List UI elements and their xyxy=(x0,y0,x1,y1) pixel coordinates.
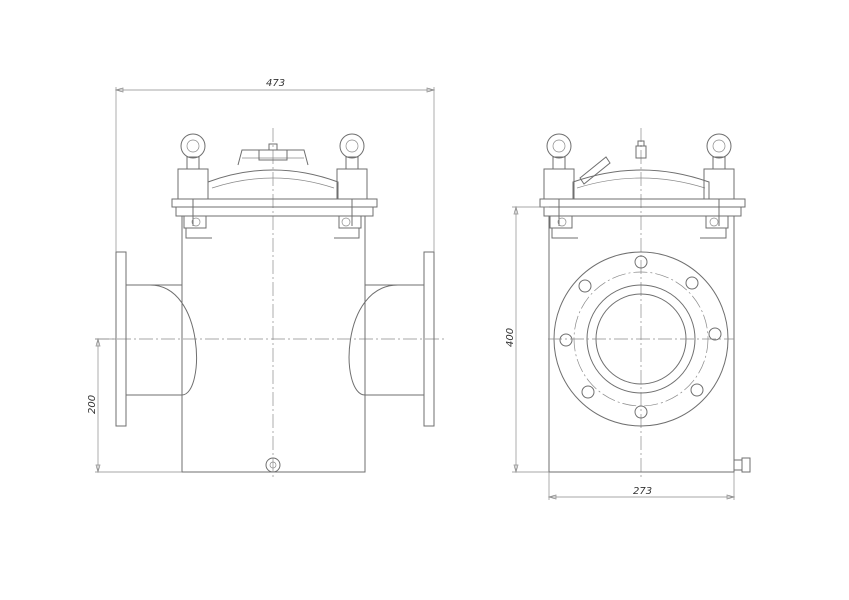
front-eye-bolt-right xyxy=(334,133,368,239)
side-body-housing xyxy=(548,215,735,473)
dim-overall-width: 473 xyxy=(114,78,436,252)
front-cover-plate xyxy=(175,206,374,217)
dim-axis-height-label: 200 xyxy=(87,395,98,414)
bolt-hole xyxy=(559,333,573,347)
front-top-flange xyxy=(171,198,378,208)
bolt-hole xyxy=(634,405,648,419)
front-domed-lid xyxy=(207,169,339,200)
dim-overall-height-label: 400 xyxy=(505,328,516,347)
side-view: 400 273 xyxy=(505,128,751,500)
bolt-hole xyxy=(581,385,595,399)
side-eye-bolt-right xyxy=(700,133,735,239)
bolt-hole xyxy=(708,327,722,341)
dim-body-width: 273 xyxy=(547,472,736,500)
bolt-hole xyxy=(634,255,648,269)
right-outlet-pipe xyxy=(348,251,435,427)
side-flange-face xyxy=(548,251,734,427)
side-cover-plate xyxy=(543,206,742,217)
side-eye-bolt-left xyxy=(543,133,578,239)
dim-axis-height: 200 xyxy=(87,337,182,474)
front-body-housing xyxy=(181,215,366,473)
bolt-hole xyxy=(685,276,699,290)
right-flange xyxy=(423,251,435,427)
side-top-flange xyxy=(539,198,746,208)
front-view: 473 200 xyxy=(87,78,445,478)
dim-overall-height: 400 xyxy=(505,205,549,474)
front-eye-bolt-left xyxy=(177,133,212,239)
front-lid-handle xyxy=(237,143,309,166)
dim-body-width-label: 273 xyxy=(633,486,652,497)
bolt-hole xyxy=(690,383,704,397)
side-vent-valve xyxy=(579,140,647,185)
front-drain-plug xyxy=(265,457,281,473)
side-drain-fitting xyxy=(733,457,751,473)
bolt-hole xyxy=(578,279,592,293)
dim-overall-width-label: 473 xyxy=(266,78,285,89)
